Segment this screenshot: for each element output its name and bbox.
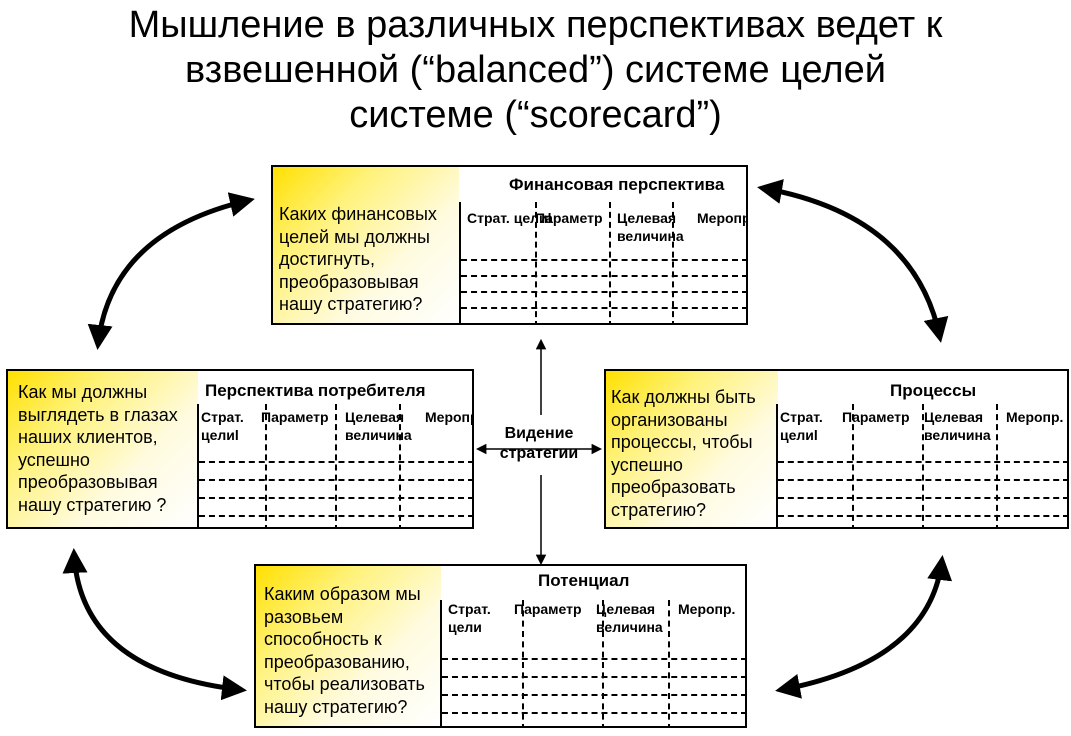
potential-table: Страт. цели Параметр Целевая величина Ме…: [440, 600, 745, 726]
curved-double-arrow-icon: [757, 179, 949, 343]
potential-question: Каким образом мы разовьем способность к …: [264, 584, 425, 717]
panel-gradient: [8, 371, 198, 527]
title-line-2: взвешенной (“balanced”) системе целей: [185, 49, 886, 91]
customer-question: Как мы должны выглядеть в глазах наших к…: [18, 382, 178, 515]
financial-question: Каких финансовых целей мы должны достигн…: [279, 204, 437, 314]
col-header-goals: Страт. целиl: [201, 409, 244, 443]
col-header-target: Целевая величина: [924, 409, 991, 443]
customer-perspective-panel: Перспектива потребителя Как мы должны вы…: [6, 369, 474, 529]
col-header-measures: Меропр.: [425, 409, 472, 425]
col-header-target: Целевая величина: [617, 210, 684, 244]
col-header-target: Целевая величина: [345, 409, 412, 443]
col-header-goals: Страт. целиl: [467, 210, 552, 226]
customer-table: Страт. целиl Параметр Целевая величина М…: [197, 404, 472, 527]
panel-gradient: [606, 371, 778, 527]
col-header-goals: Страт. цели: [448, 601, 491, 635]
strategy-vision-label: Видение стратегии: [475, 424, 603, 464]
col-header-measures: Меропр.: [697, 210, 746, 226]
col-header-parameter: Параметр: [261, 409, 329, 425]
process-table: Страт. целиl Параметр Целевая величина М…: [776, 404, 1067, 527]
col-header-measures: Меропр.: [678, 601, 736, 617]
center-line-2: стратегии: [499, 445, 579, 462]
col-header-parameter: Параметр: [842, 409, 910, 425]
curved-double-arrow-icon: [62, 548, 247, 701]
potential-panel-title: Потенциал: [538, 571, 630, 590]
panel-gradient: [273, 167, 459, 323]
curved-double-arrow-icon: [87, 192, 255, 350]
slide-title: Мышление в различных перспективах ведет …: [0, 3, 1071, 138]
curved-double-arrow-icon: [775, 555, 953, 699]
process-perspective-panel: Процессы Как должны быть организованы пр…: [604, 369, 1069, 529]
col-header-measures: Меропр.: [1006, 409, 1064, 425]
col-header-target: Целевая величина: [596, 601, 663, 635]
col-header-parameter: Параметр: [535, 210, 603, 226]
center-line-1: Видение: [504, 425, 574, 442]
title-line-3: системе (“scorecard”): [349, 94, 722, 136]
col-header-goals: Страт. целиl: [780, 409, 823, 443]
financial-table: Страт. целиl Параметр Целевая величина М…: [459, 202, 746, 323]
col-header-parameter: Параметр: [514, 601, 582, 617]
customer-panel-title: Перспектива потребителя: [205, 381, 426, 400]
title-line-1: Мышление в различных перспективах ведет …: [128, 4, 943, 46]
process-question: Как должны быть организованы процессы, ч…: [611, 387, 756, 520]
potential-perspective-panel: Потенциал Каким образом мы разовьем спос…: [254, 564, 747, 728]
financial-perspective-panel: Финансовая перспектива Каких финансовых …: [271, 165, 748, 325]
financial-panel-title: Финансовая перспектива: [509, 175, 725, 194]
process-panel-title: Процессы: [890, 381, 977, 400]
panel-gradient: [256, 566, 441, 726]
